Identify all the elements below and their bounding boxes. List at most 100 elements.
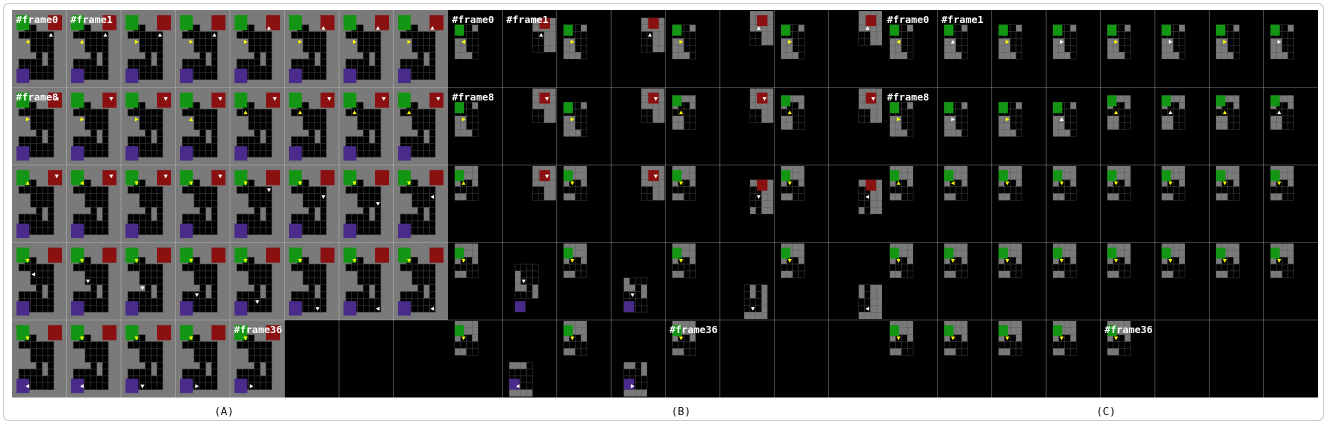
visible-cell bbox=[1107, 270, 1114, 278]
visible-cell bbox=[635, 277, 642, 285]
floor-cell bbox=[156, 361, 164, 370]
visible-cell bbox=[955, 263, 962, 272]
visible-cell bbox=[466, 45, 473, 53]
floor-cell bbox=[211, 51, 218, 60]
visible-cell bbox=[950, 243, 956, 251]
visible-cell bbox=[563, 270, 570, 278]
floor-cell bbox=[363, 72, 370, 80]
visible-cell bbox=[792, 52, 799, 60]
floor-cell bbox=[30, 263, 37, 272]
visible-cell bbox=[998, 179, 1005, 187]
floor-cell bbox=[429, 206, 436, 215]
floor-cell bbox=[30, 108, 37, 117]
visible-cell bbox=[955, 172, 962, 180]
floor-cell bbox=[368, 227, 376, 235]
visible-cell bbox=[1124, 172, 1131, 180]
floor-cell bbox=[78, 291, 86, 299]
green-goal-room bbox=[889, 325, 900, 337]
floor-cell bbox=[30, 341, 37, 349]
visible-cell bbox=[1167, 263, 1174, 272]
floor-cell bbox=[102, 193, 109, 201]
visible-cell bbox=[755, 115, 762, 124]
empty-slot bbox=[828, 320, 883, 398]
visible-cell bbox=[961, 327, 968, 335]
floor-cell bbox=[90, 200, 97, 208]
green-goal-room bbox=[781, 95, 791, 107]
frame-tile bbox=[231, 11, 284, 87]
visible-cell bbox=[950, 348, 956, 356]
visible-cell bbox=[640, 108, 648, 117]
floor-cell bbox=[47, 368, 55, 377]
floor-cell bbox=[423, 200, 430, 208]
floor-cell bbox=[133, 31, 140, 39]
floor-cell bbox=[417, 263, 424, 272]
visible-cell bbox=[672, 270, 679, 278]
visible-cell bbox=[652, 193, 659, 201]
visible-cell bbox=[858, 284, 865, 292]
visible-cell bbox=[532, 166, 539, 173]
floor-cell bbox=[302, 298, 310, 306]
floor-cell bbox=[205, 220, 212, 229]
floor-cell bbox=[150, 341, 158, 349]
visible-cell bbox=[1052, 52, 1059, 60]
visible-cell bbox=[1287, 122, 1294, 130]
floor-cell bbox=[47, 143, 55, 151]
floor-cell bbox=[156, 270, 164, 279]
floor-cell bbox=[400, 31, 407, 39]
visible-cell bbox=[466, 122, 473, 130]
floor-cell bbox=[127, 31, 134, 39]
visible-cell bbox=[1216, 179, 1222, 187]
visible-cell bbox=[544, 179, 550, 187]
purple-goal-room bbox=[16, 223, 30, 239]
visible-cell bbox=[786, 243, 793, 251]
floor-cell bbox=[236, 291, 243, 299]
visible-cell bbox=[569, 52, 576, 60]
visible-cell bbox=[1004, 186, 1011, 194]
agent-marker bbox=[756, 195, 761, 199]
visible-cell bbox=[1016, 327, 1022, 335]
floor-cell bbox=[30, 277, 37, 285]
floor-cell bbox=[411, 72, 419, 80]
floor-cell bbox=[139, 263, 146, 272]
visible-cell bbox=[466, 52, 473, 60]
floor-cell bbox=[133, 341, 140, 349]
floor-cell bbox=[308, 51, 315, 60]
visible-cell bbox=[466, 166, 473, 173]
floor-cell bbox=[193, 256, 201, 265]
floor-cell bbox=[36, 382, 43, 390]
floor-cell bbox=[90, 143, 97, 151]
floor-cell bbox=[411, 58, 419, 67]
visible-cell bbox=[1276, 193, 1283, 201]
visible-cell bbox=[1216, 122, 1222, 130]
floor-cell bbox=[30, 136, 37, 144]
floor-cell bbox=[36, 270, 43, 279]
visible-cell bbox=[514, 368, 522, 377]
floor-cell bbox=[133, 186, 140, 194]
floor-cell bbox=[248, 65, 255, 74]
visible-cell bbox=[870, 102, 877, 110]
visible-cell bbox=[876, 298, 882, 306]
visible-cell bbox=[569, 166, 576, 173]
red-goal-room bbox=[429, 15, 444, 31]
visible-cell bbox=[574, 348, 582, 356]
floor-cell bbox=[320, 298, 327, 306]
floor-cell bbox=[417, 58, 424, 67]
visible-cell bbox=[640, 298, 648, 306]
visible-cell bbox=[1270, 257, 1277, 265]
floor-cell bbox=[429, 72, 436, 80]
visible-cell bbox=[1227, 256, 1234, 265]
visible-cell bbox=[569, 193, 576, 201]
floor-cell bbox=[96, 143, 103, 151]
floor-cell bbox=[363, 122, 370, 130]
floor-cell bbox=[363, 58, 370, 67]
visible-cell bbox=[1107, 263, 1114, 272]
visible-cell bbox=[1010, 172, 1017, 180]
floor-cell bbox=[150, 186, 158, 194]
floor-cell bbox=[248, 179, 255, 187]
visible-cell bbox=[563, 52, 570, 60]
floor-cell bbox=[18, 136, 25, 144]
visible-cell bbox=[798, 179, 805, 187]
floor-cell bbox=[254, 65, 261, 74]
floor-cell bbox=[308, 129, 315, 137]
visible-cell bbox=[672, 263, 679, 272]
